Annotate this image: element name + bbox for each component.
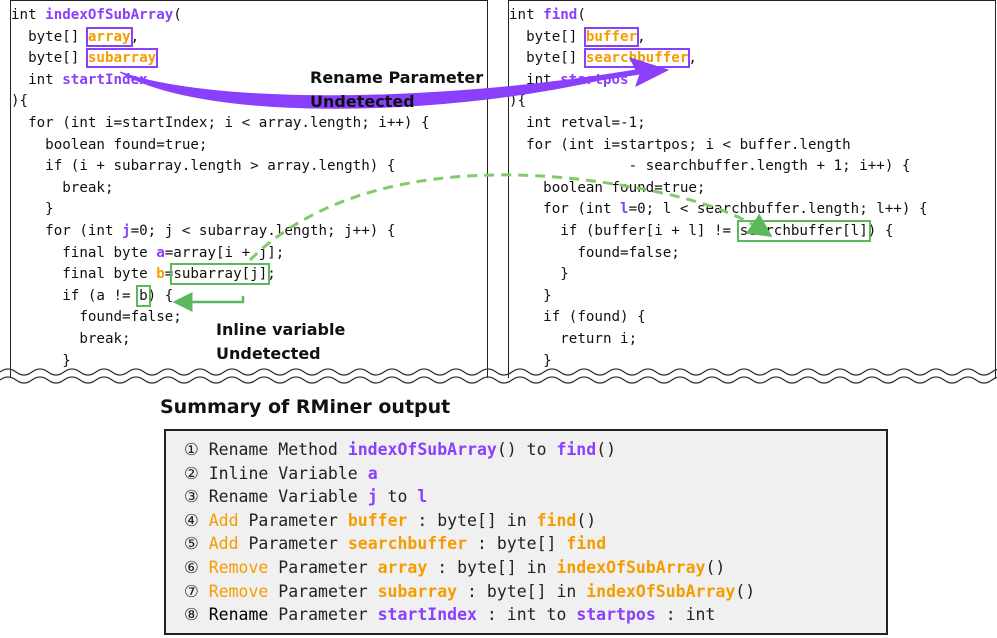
left-code: int indexOfSubArray( byte[] array, byte[… bbox=[11, 5, 430, 372]
subarray-j-box: subarray[j] bbox=[170, 263, 271, 286]
inline-variable-arrow bbox=[172, 292, 245, 312]
right-line-10: for (int l=0; l < searchbuffer.length; l… bbox=[509, 201, 928, 218]
wavy-divider-bottom bbox=[0, 376, 997, 384]
left-line-14: if (a != b) { bbox=[11, 284, 174, 307]
left-line-11: for (int j=0; j < subarray.length; j++) … bbox=[11, 222, 396, 239]
param-buffer: buffer bbox=[583, 26, 640, 47]
method-name-new: find bbox=[543, 7, 578, 23]
right-line-15: if (found) { bbox=[509, 309, 646, 326]
right-line-9: boolean found=true; bbox=[509, 179, 706, 196]
wavy-divider-top bbox=[0, 368, 997, 376]
right-line-6: int retval=-1; bbox=[509, 114, 646, 131]
right-line-16: return i; bbox=[509, 330, 638, 347]
method-name-old: indexOfSubArray bbox=[45, 7, 174, 23]
right-line-3: byte[] searchbuffer, bbox=[509, 48, 697, 69]
left-line-15: found=false; bbox=[11, 309, 182, 326]
left-line-5: ){ bbox=[11, 93, 29, 110]
summary-row-7: ⑦ Remove Parameter subarray : byte[] in … bbox=[184, 581, 756, 601]
left-line-1: int indexOfSubArray( bbox=[11, 7, 182, 23]
right-line-12: found=false; bbox=[509, 244, 680, 261]
summary-box: ① Rename Method indexOfSubArray() to fin… bbox=[164, 429, 888, 635]
left-line-9: break; bbox=[11, 179, 114, 196]
summary-row-2: ② Inline Variable a bbox=[184, 463, 378, 483]
param-searchbuffer: searchbuffer bbox=[583, 48, 691, 69]
left-line-8: if (i + subarray.length > array.length) … bbox=[11, 158, 396, 175]
var-b: b bbox=[156, 266, 165, 283]
right-line-2: byte[] buffer, bbox=[509, 26, 646, 47]
left-line-3: byte[] subarray bbox=[11, 48, 159, 69]
summary-title: Summary of RMiner output bbox=[160, 396, 451, 418]
rename-variable-dashed-arrow bbox=[248, 173, 773, 262]
left-line-12: final byte a=array[i + j]; bbox=[11, 244, 285, 261]
right-line-13: } bbox=[509, 266, 569, 283]
rename-parameter-annotation: Rename Parameter Undetected bbox=[310, 68, 484, 111]
summary-row-6: ⑥ Remove Parameter array : byte[] in ind… bbox=[184, 557, 726, 577]
right-line-14: } bbox=[509, 287, 552, 304]
summary-row-8: ⑧ Rename Parameter startIndex : int to s… bbox=[184, 605, 716, 625]
left-code-panel: int indexOfSubArray( byte[] array, byte[… bbox=[10, 0, 488, 378]
left-line-17: } bbox=[11, 352, 71, 369]
right-line-5: ){ bbox=[509, 93, 527, 110]
inline-variable-annotation: Inline variable Undetected bbox=[216, 320, 346, 363]
left-line-7: boolean found=true; bbox=[11, 136, 208, 153]
left-line-10: } bbox=[11, 201, 54, 218]
var-j: j bbox=[122, 222, 131, 239]
var-l: l bbox=[620, 201, 629, 218]
b-usage-box: b bbox=[136, 284, 151, 307]
rename-parameter-arrow bbox=[119, 57, 670, 109]
var-a: a bbox=[156, 244, 165, 261]
right-line-1: int find( bbox=[509, 7, 586, 23]
left-line-16: break; bbox=[11, 330, 131, 347]
right-line-7: for (int i=startpos; i < buffer.length bbox=[509, 136, 851, 153]
left-line-6: for (int i=startIndex; i < array.length;… bbox=[11, 114, 430, 131]
left-line-2: byte[] array, bbox=[11, 26, 140, 47]
summary-row-1: ① Rename Method indexOfSubArray() to fin… bbox=[184, 440, 617, 459]
summary-row-4: ④ Add Parameter buffer : byte[] in find(… bbox=[184, 510, 597, 530]
summary-row-5: ⑤ Add Parameter searchbuffer : byte[] fi… bbox=[184, 534, 607, 554]
param-subarray: subarray bbox=[85, 48, 159, 69]
right-line-17: } bbox=[509, 352, 552, 369]
right-line-8: - searchbuffer.length + 1; i++) { bbox=[509, 158, 911, 175]
summary-row-3: ③ Rename Variable j to l bbox=[184, 487, 428, 507]
left-line-13: final byte b=subarray[j]; bbox=[11, 263, 276, 286]
param-array: array bbox=[85, 26, 133, 47]
